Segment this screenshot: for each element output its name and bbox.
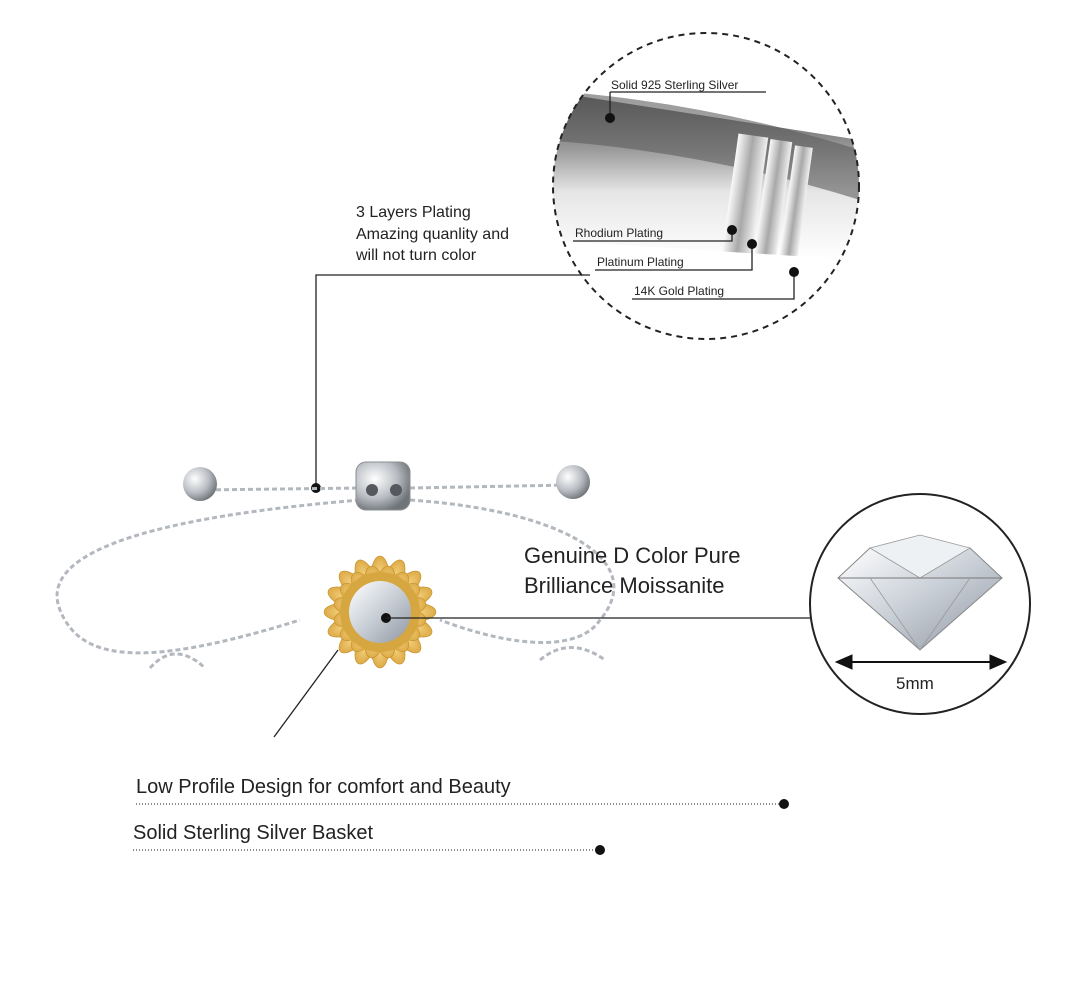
rhodium-dot <box>727 225 737 235</box>
plating-note-line1: 3 Layers Plating <box>356 204 471 221</box>
platinum-dot <box>747 239 757 249</box>
gold-dot <box>789 267 799 277</box>
plating-leaders <box>573 91 795 300</box>
platinum-callout: Platinum Plating <box>597 255 684 269</box>
design-leader <box>273 649 339 738</box>
center-stone <box>349 581 411 643</box>
plating-note-line2: Amazing quanlity and <box>356 225 509 243</box>
silver-dot <box>605 113 615 123</box>
right-end-ball <box>556 465 590 499</box>
plating-note: 3 Layers Plating Amazing quanlity and wi… <box>356 202 509 267</box>
moissanite-note-line2: Brilliance Moissanite <box>524 573 725 598</box>
size-arrow <box>834 654 1008 670</box>
left-end-ball <box>183 467 217 501</box>
plating-note-leader <box>315 274 590 486</box>
moissanite-note: Genuine D Color Pure Brilliance Moissani… <box>524 541 740 601</box>
slider-clasp <box>355 461 411 511</box>
basket-feature: Solid Sterling Silver Basket <box>133 822 374 844</box>
plating-note-line3: will not turn color <box>356 247 477 264</box>
design-feature: Low Profile Design for comfort and Beaut… <box>136 776 511 798</box>
silver-callout: Solid 925 Sterling Silver <box>611 78 739 92</box>
bracelet-chain <box>55 483 616 670</box>
gold-callout: 14K Gold Plating <box>634 284 725 298</box>
basket-dot <box>595 845 605 855</box>
stone-size-label: 5mm <box>896 674 934 693</box>
design-dot <box>779 799 789 809</box>
moissanite-note-line1: Genuine D Color Pure <box>524 543 741 568</box>
stone-zoom-circle <box>809 493 1031 715</box>
rhodium-callout: Rhodium Plating <box>575 226 664 240</box>
